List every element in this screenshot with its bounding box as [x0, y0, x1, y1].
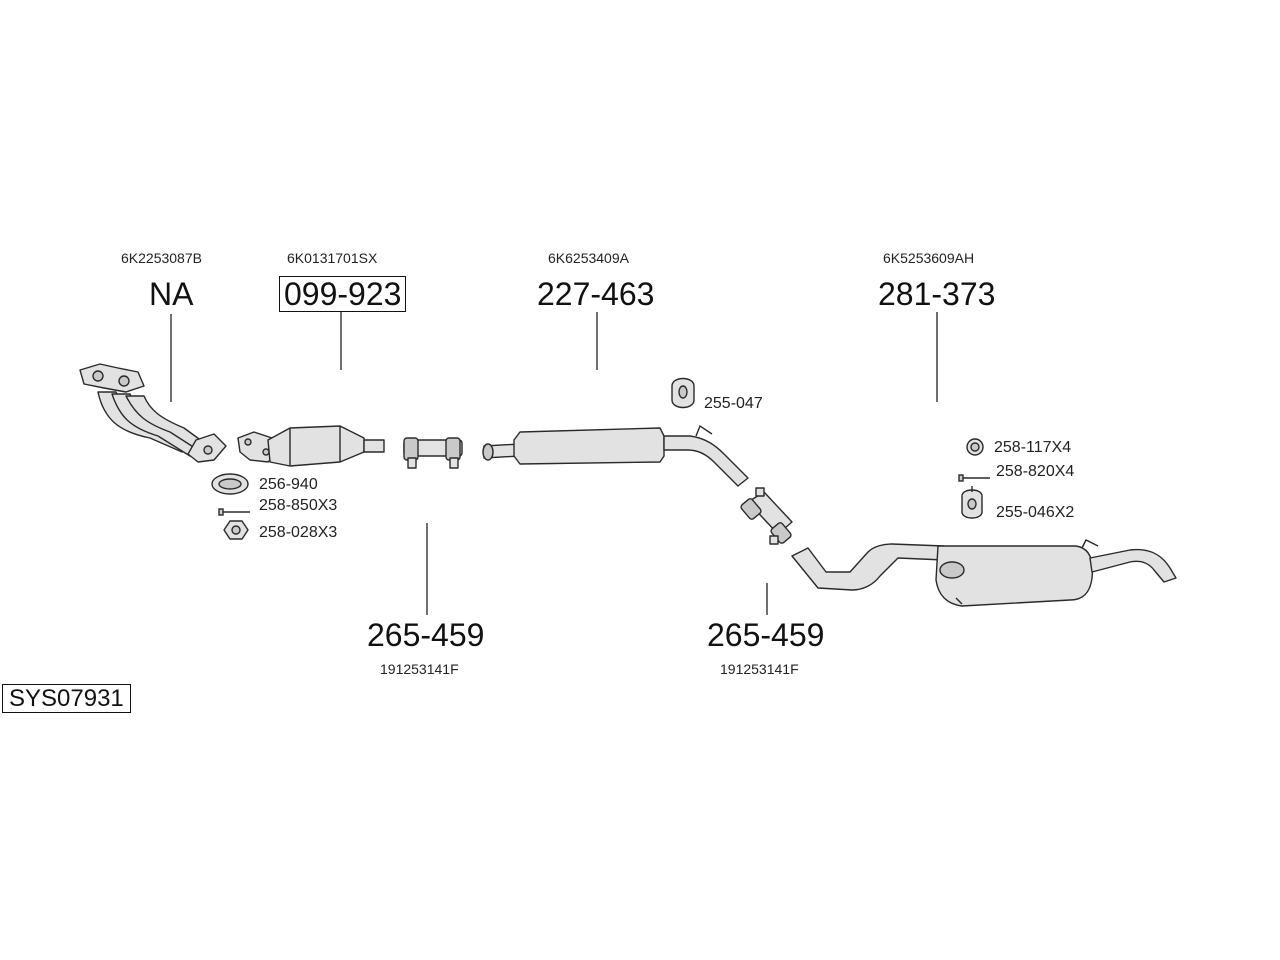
- rear-bolt-number[interactable]: 258-820X4: [996, 463, 1075, 480]
- clamp-2-oem-number: 191253141F: [720, 661, 799, 677]
- exhaust-manifold-part: [79, 363, 227, 463]
- middle-silencer-part: [482, 424, 749, 487]
- hex-nut-icon: [223, 520, 249, 540]
- rear-hanger-number[interactable]: 255-046X2: [996, 504, 1075, 521]
- bolt-number[interactable]: 258-850X3: [259, 497, 338, 514]
- rear-hanger-icon: [961, 486, 983, 519]
- clamp-1-part-number[interactable]: 265-459: [367, 617, 485, 653]
- mid-pipe-oem-number: 6K6253409A: [548, 250, 629, 266]
- ring-icon: [966, 438, 984, 456]
- bolt-icon: [218, 508, 250, 516]
- pipe-clamp-1-part: [403, 437, 463, 469]
- rear-box-oem-number: 6K5253609AH: [883, 250, 975, 266]
- nut-number[interactable]: 258-028X3: [259, 524, 338, 541]
- bolt-rear-icon: [958, 474, 990, 482]
- clamp-2-part-number[interactable]: 265-459: [707, 617, 825, 653]
- catalytic-converter-part: [237, 425, 385, 467]
- mid-hanger-number[interactable]: 255-047: [704, 395, 763, 412]
- manifold-part-number[interactable]: NA: [149, 276, 194, 312]
- pipe-clamp-2-part: [740, 487, 793, 545]
- rear-silencer-part: [791, 539, 1177, 607]
- mid-pipe-part-number[interactable]: 227-463: [537, 276, 655, 312]
- catalyst-part-number[interactable]: 099-923: [279, 276, 407, 312]
- catalyst-oem-number: 6K0131701SX: [287, 250, 378, 266]
- ring-number[interactable]: 258-117X4: [994, 439, 1072, 456]
- rubber-hanger-icon: [671, 377, 695, 409]
- rear-box-part-number[interactable]: 281-373: [878, 276, 996, 312]
- manifold-oem-number: 6K2253087B: [121, 250, 202, 266]
- clamp-1-oem-number: 191253141F: [380, 661, 459, 677]
- system-id-label: SYS07931: [2, 684, 131, 713]
- gasket-number[interactable]: 256-940: [259, 476, 318, 493]
